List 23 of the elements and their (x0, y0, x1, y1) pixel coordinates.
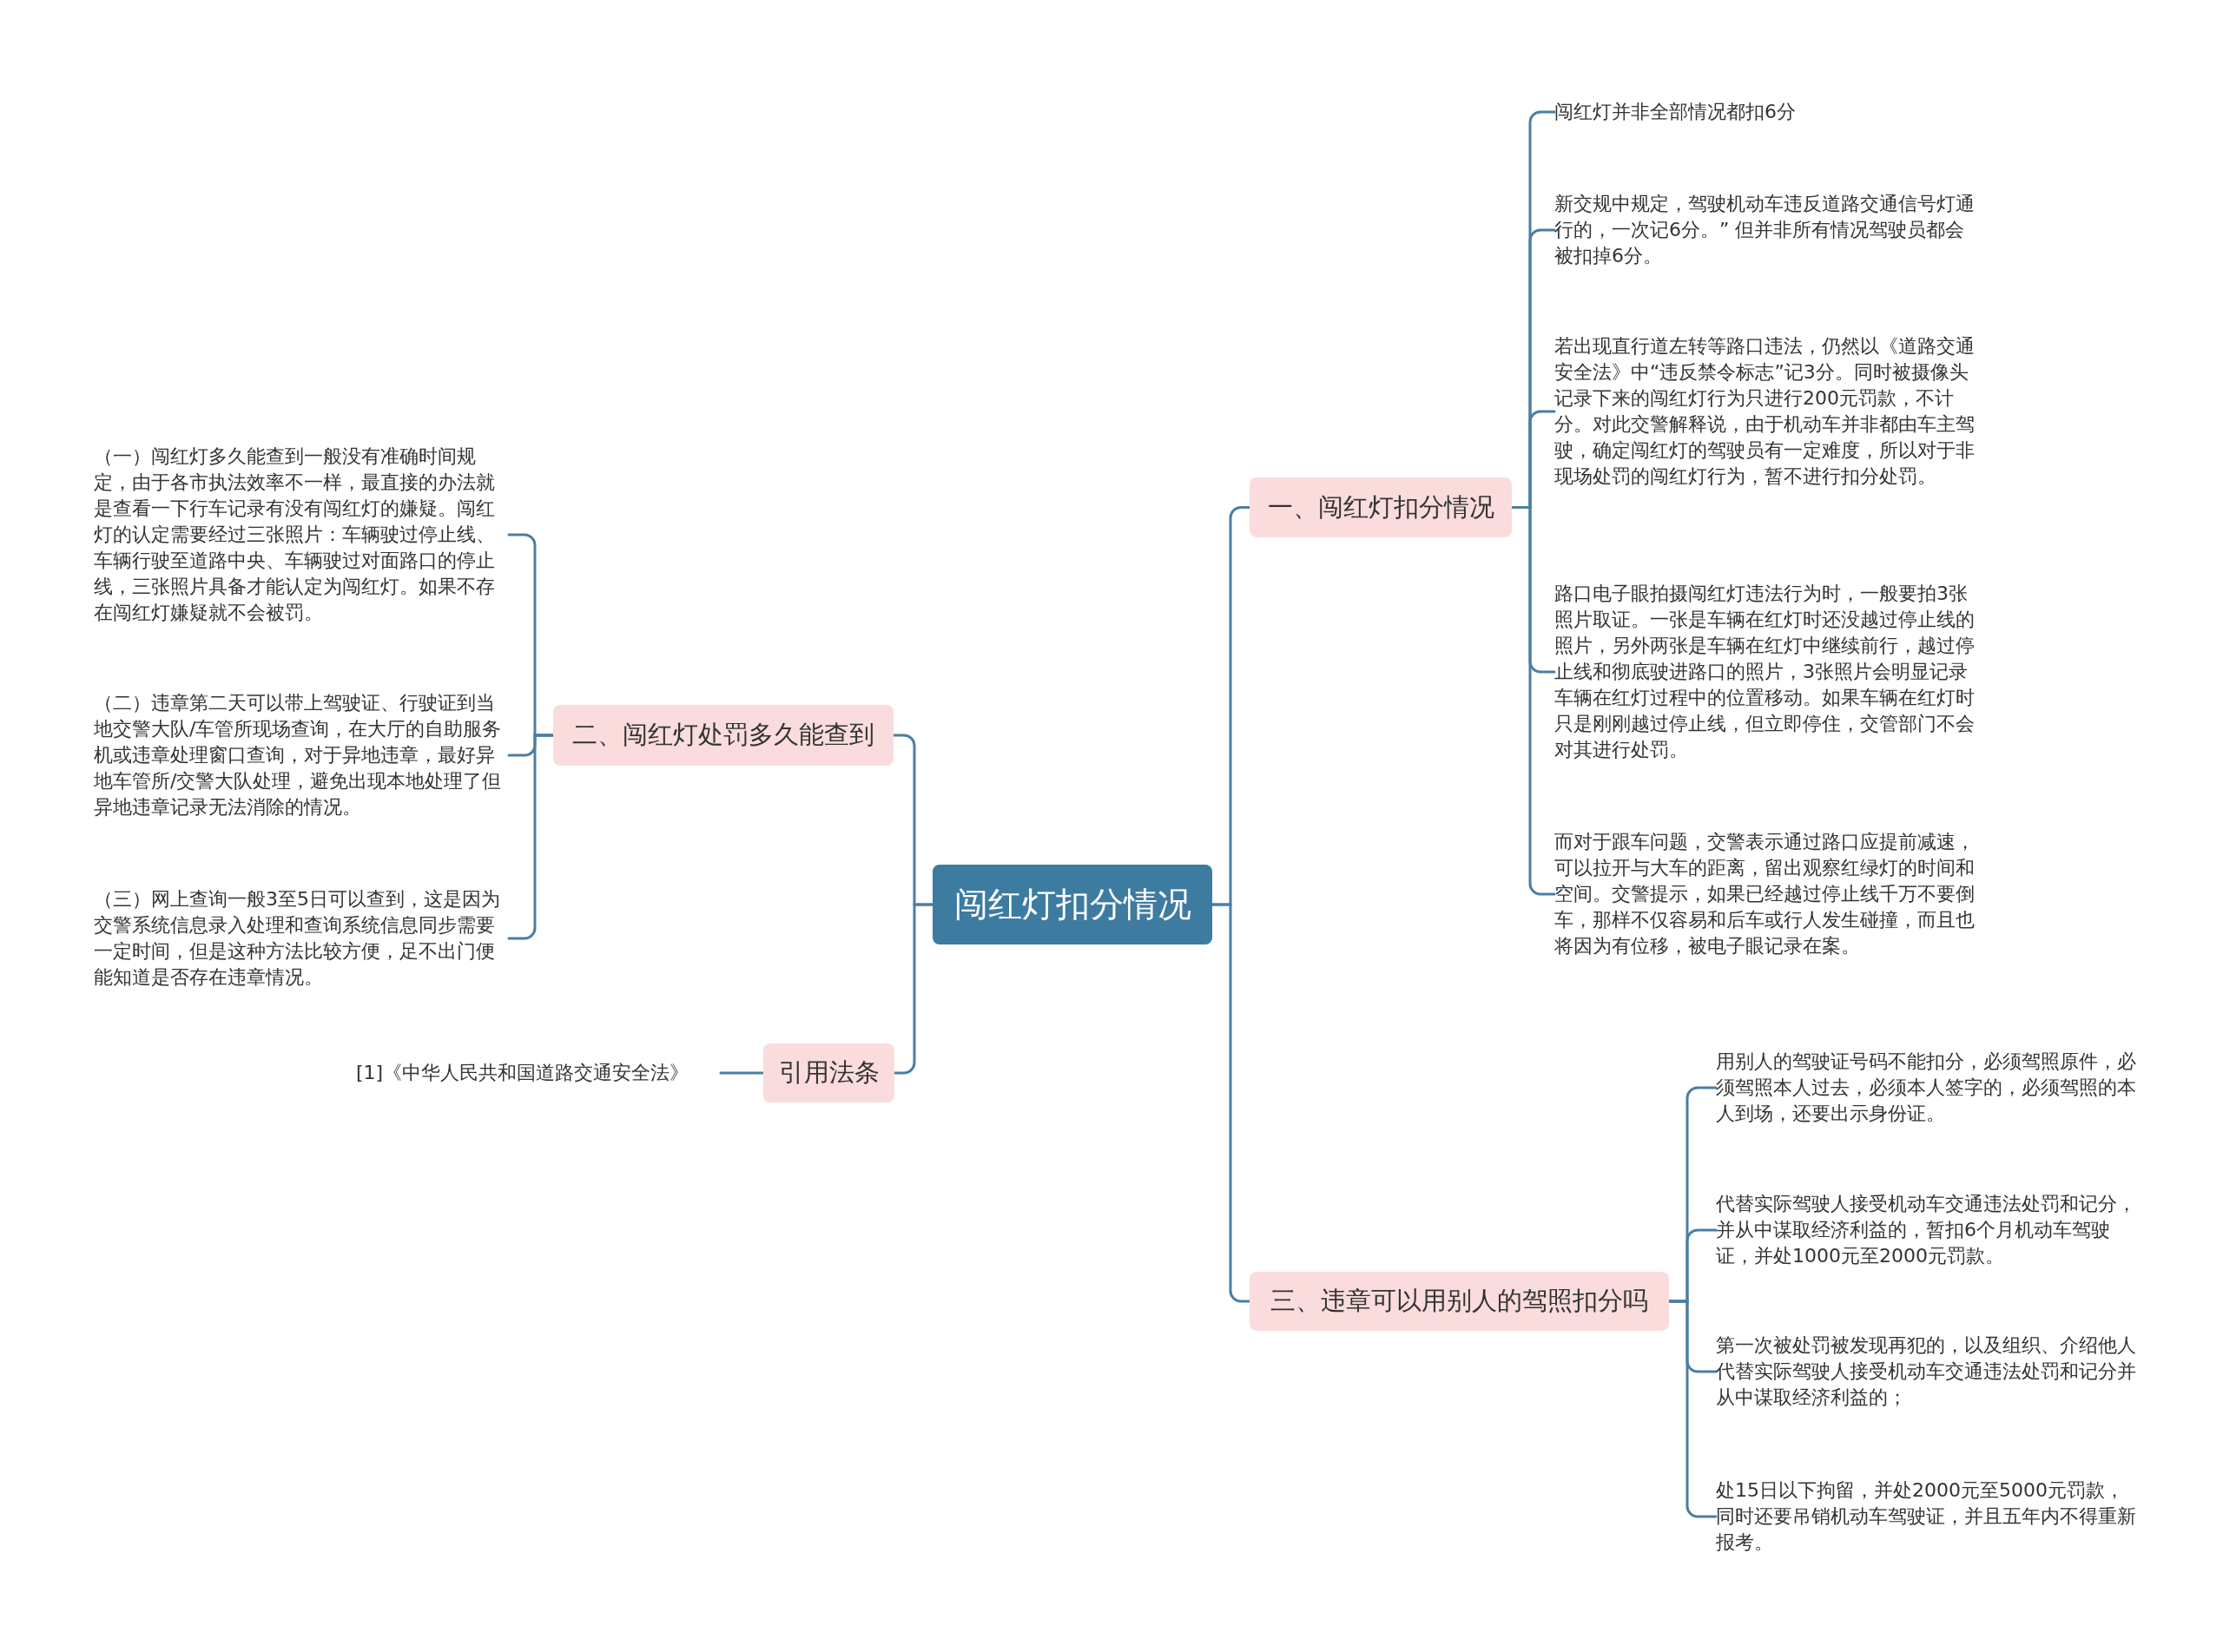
branch-topic: 三、违章可以用别人的驾照扣分吗 (1250, 1272, 1669, 1331)
topic-note: 路口电子眼拍摄闯红灯违法行为时，一般要拍3张照片取证。一张是车辆在红灯时还没越过停止线的照片，另外两张是车辆在红灯中继续前行，越过停止线和彻底驶进路口的照片，3张照片会明显记录车辆在红灯过程中的位置移动。如果车辆在红灯时只是刚刚越过停止线，但立即停住，交管部门不会对其进行处罚。 (1554, 581, 1980, 763)
topic-note: 用别人的驾驶证号码不能扣分，必须驾照原件，必须驾照本人过去，必须本人签字的，必须驾照的本人到场，还要出示身份证。 (1716, 1049, 2141, 1127)
topic-note: 而对于跟车问题，交警表示通过路口应提前减速，可以拉开与大车的距离，留出观察红绿灯的时间和空间。交警提示，如果已经越过停止线千万不要倒车，那样不仅容易和后车或行人发生碰撞，而且也将因为有位移，被电子眼记录在案。 (1554, 829, 1980, 959)
topic-note: （一）闯红灯多久能查到一般没有准确时间规定，由于各市执法效率不一样，最直接的办法就是查看一下行车记录有没有闯红灯的嫌疑。闯红灯的认定需要经过三张照片：车辆驶过停止线、车辆行驶至道路中央、车辆驶过对面路口的停止线，三张照片具备才能认定为闯红灯。如果不存在闯红灯嫌疑就不会被罚。 (94, 444, 509, 626)
branch-topic: 引用法条 (763, 1043, 894, 1102)
topic-note: （三）网上查询一般3至5日可以查到，这是因为交警系统信息录入处理和查询系统信息同步需要一定时间，但是这种方法比较方便，足不出门便能知道是否存在违章情况。 (94, 886, 509, 991)
connector-line (507, 734, 555, 940)
branch-topic: 一、闯红灯扣分情况 (1250, 477, 1512, 537)
topic-note: 若出现直行道左转等路口违法，仍然以《道路交通安全法》中“违反禁令标志”记3分。同时被摄像头记录下来的闯红灯行为只进行200元罚款，不计分。对此交警解释说，由于机动车并非都由车主驾驶，确定闯红灯的驾驶员有一定难度，所以对于非现场处罚的闯红灯行为，暂不进行扣分处罚。 (1554, 333, 1980, 490)
topic-note: [1]《中华人民共和国道路交通安全法》 (356, 1060, 721, 1086)
connector-line (1667, 1300, 1718, 1518)
connector-line (1210, 903, 1251, 1303)
topic-note: （二）违章第二天可以带上驾驶证、行驶证到当地交警大队/车管所现场查询，在大厅的自助服务机或违章处理窗口查询，对于异地违章，最好异地车管所/交警大队处理，避免出现本地处理了但异地违章记录无法消除的情况。 (94, 690, 509, 820)
central-topic: 闯红灯扣分情况 (933, 865, 1212, 944)
topic-note: 处15日以下拘留，并处2000元至5000元罚款，同时还要吊销机动车驾驶证，并且五年内不得重新报考。 (1716, 1478, 2141, 1556)
branch-topic: 二、闯红灯处罚多久能查到 (553, 705, 894, 766)
topic-note: 第一次被处罚被发现再犯的，以及组织、介绍他人代替实际驾驶人接受机动车交通违法处罚和记分并从中谋取经济利益的； (1716, 1333, 2141, 1411)
topic-note: 闯红灯并非全部情况都扣6分 (1554, 99, 1980, 125)
connector-line (719, 1071, 765, 1075)
topic-note: 代替实际驾驶人接受机动车交通违法处罚和记分，并从中谋取经济利益的，暂扣6个月机动车驾驶证，并处1000元至2000元罚款。 (1716, 1191, 2141, 1269)
connector-line (893, 903, 934, 1075)
topic-note: 新交规中规定，驾驶机动车违反道路交通信号灯通行的，一次记6分。” 但并非所有情况驾驶员都会被扣掉6分。 (1554, 191, 1980, 269)
